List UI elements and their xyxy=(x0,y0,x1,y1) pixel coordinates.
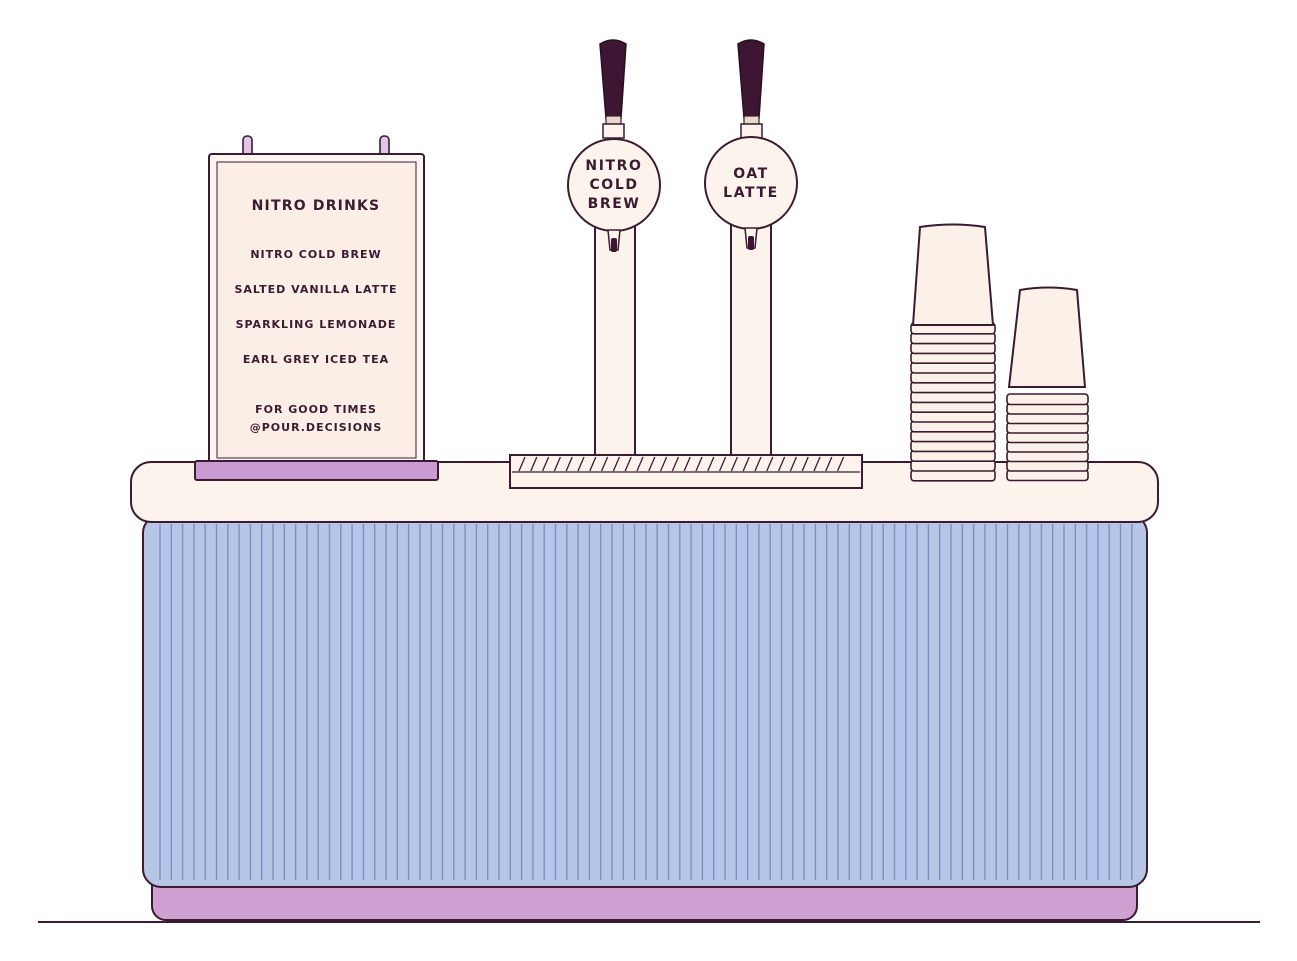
tray-slat xyxy=(813,456,821,472)
tap-nitro-cold-brew: NITRO COLD BREW xyxy=(567,39,661,466)
cup-stack-short xyxy=(1006,286,1089,482)
tap-tower xyxy=(594,224,636,466)
tap-handle-icon xyxy=(737,39,765,119)
drip-tray xyxy=(509,454,863,489)
tray-slat xyxy=(530,456,538,472)
tray-slat xyxy=(542,456,550,472)
tray-slat xyxy=(766,456,774,472)
menu-item-3: SPARKLING LEMONADE xyxy=(236,318,397,331)
cup-top-icon xyxy=(911,223,995,326)
menu-item-2: SALTED VANILLA LATTE xyxy=(235,283,398,296)
menu-footer-line1: FOR GOOD TIMES xyxy=(255,403,377,416)
tap-handle-icon xyxy=(599,39,627,119)
tray-slat xyxy=(789,456,797,472)
tray-slat xyxy=(801,456,809,472)
fluted-panel xyxy=(142,514,1148,888)
tray-slat xyxy=(648,456,656,472)
menu-footer-line2: @POUR.DECISIONS xyxy=(250,421,383,434)
tray-slat xyxy=(636,456,644,472)
tray-slat xyxy=(671,456,679,472)
tap1-label-line3: BREW xyxy=(588,196,641,212)
menu-item-4: EARL GREY ICED TEA xyxy=(243,353,389,366)
tray-slat xyxy=(612,456,620,472)
tray-slat xyxy=(589,456,597,472)
stacked-cup-rim xyxy=(1006,393,1089,406)
tray-slat xyxy=(565,456,573,472)
tray-slat xyxy=(601,456,609,472)
tray-slat xyxy=(707,456,715,472)
tray-slat xyxy=(577,456,585,472)
tap1-label-line1: NITRO xyxy=(585,158,642,174)
tray-slat xyxy=(660,456,668,472)
menu-sign: NITRO DRINKS NITRO COLD BREW SALTED VANI… xyxy=(194,135,439,481)
tap2-label-line1: OAT xyxy=(733,166,769,182)
tray-slat xyxy=(719,456,727,472)
tray-slat xyxy=(778,456,786,472)
tray-slat xyxy=(825,456,833,472)
tray-slat xyxy=(553,456,561,472)
tap2-label-line2: LATTE xyxy=(723,185,779,201)
tray-slat xyxy=(624,456,632,472)
menu-item-1: NITRO COLD BREW xyxy=(250,248,381,261)
sign-base xyxy=(194,460,439,481)
tray-slat xyxy=(837,456,845,472)
cup-stack-tall xyxy=(910,223,996,482)
tap-badge xyxy=(704,136,798,230)
tray-slat xyxy=(742,456,750,472)
tap-tower xyxy=(730,224,772,466)
tap-oat-latte: OAT LATTE xyxy=(704,39,798,466)
cup-top-icon xyxy=(1007,286,1087,388)
tap1-label-line2: COLD xyxy=(589,177,638,193)
tray-slat xyxy=(754,456,762,472)
tray-slat xyxy=(683,456,691,472)
tray-slat xyxy=(518,456,526,472)
tray-slat xyxy=(695,456,703,472)
tray-slat xyxy=(730,456,738,472)
menu-title: NITRO DRINKS xyxy=(252,198,381,214)
